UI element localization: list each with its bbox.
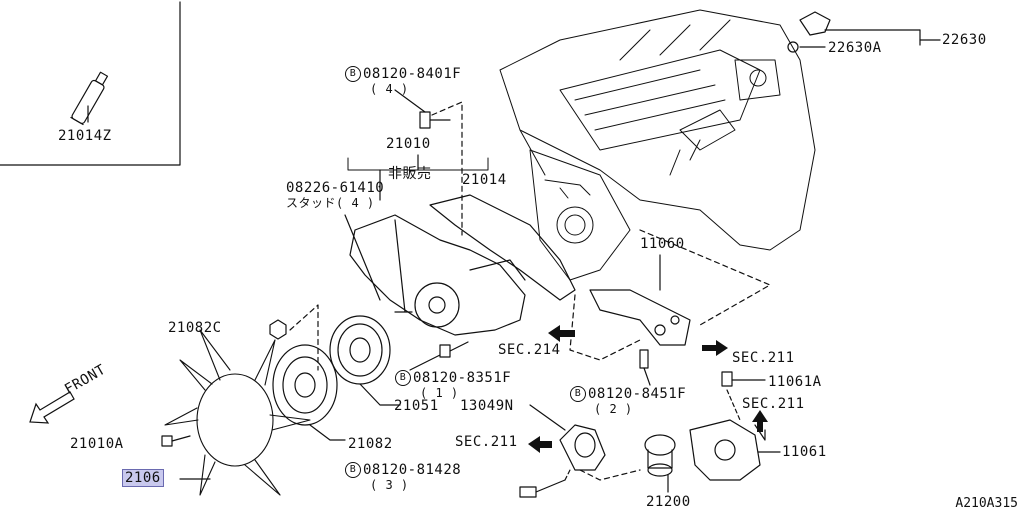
glue-tube-icon xyxy=(70,71,109,126)
arrow-sec211-up-icon xyxy=(752,410,768,432)
part-11061A[interactable]: 11061A xyxy=(768,374,822,390)
cooling-fan-2106 xyxy=(164,329,311,496)
water-pump-drawing xyxy=(349,214,526,336)
part-21082C[interactable]: 21082C xyxy=(168,320,222,336)
washer-22630A xyxy=(787,41,799,53)
part-21010[interactable]: 21010 xyxy=(386,136,431,152)
section-ref-211-left[interactable]: SEC.211 xyxy=(455,434,518,450)
diagram-id: A210A315 xyxy=(955,496,1018,511)
bolt-8401F-qty: ( 4 ) xyxy=(370,82,409,96)
part-21014[interactable]: 21014 xyxy=(462,172,507,188)
bolt-8351F-qty: ( 1 ) xyxy=(420,386,459,400)
nut-21082C xyxy=(269,319,287,340)
part-21200[interactable]: 21200 xyxy=(646,494,691,510)
part-2106: 2106 xyxy=(122,469,164,487)
bolt-8451F-qty: ( 2 ) xyxy=(594,402,633,416)
bolt-symbol-icon: B xyxy=(395,370,411,386)
arrow-sec211-right-icon xyxy=(702,340,728,356)
section-ref-214[interactable]: SEC.214 xyxy=(498,342,561,358)
water-outlet-11061 xyxy=(689,419,761,481)
part-2106-highlighted[interactable]: 2106 xyxy=(122,469,164,487)
part-21010A[interactable]: 21010A xyxy=(70,436,124,452)
part-08120-8451F: 08120-8451F xyxy=(588,386,687,402)
bolt-symbol-icon: B xyxy=(570,386,586,402)
not-sold-note: 非販売 xyxy=(388,166,432,182)
part-08120-8401F: 08120-8401F xyxy=(363,66,462,82)
stud-note: スタッド( 4 ) xyxy=(286,196,375,210)
bolt-symbol-icon: B xyxy=(345,66,361,82)
part-21014Z[interactable]: 21014Z xyxy=(58,128,112,144)
part-21051[interactable]: 21051 xyxy=(394,398,439,414)
bolt-21010A xyxy=(161,435,173,447)
engine-block-drawing xyxy=(499,9,816,281)
part-22630[interactable]: 22630 xyxy=(942,32,987,48)
part-13049N[interactable]: 13049N xyxy=(460,398,514,414)
pulley-21051 xyxy=(329,315,401,406)
gasket-drawing xyxy=(429,194,576,301)
arrow-sec214-icon xyxy=(548,325,575,342)
fan-clutch-21082 xyxy=(272,344,346,441)
part-08120-81428: 08120-81428 xyxy=(363,462,462,478)
bolt-81428-qty: ( 3 ) xyxy=(370,478,409,492)
arrow-sec211-left-icon xyxy=(528,436,552,453)
sensor-22630 xyxy=(799,11,831,36)
thermostat-21200 xyxy=(644,434,676,477)
part-08120-8351F: 08120-8351F xyxy=(413,370,512,386)
bolt-symbol-icon: B xyxy=(345,462,361,478)
front-arrow-icon xyxy=(29,391,75,424)
inset-frame xyxy=(0,1,181,166)
part-08226-61410[interactable]: 08226-61410 xyxy=(286,180,385,196)
part-22630A[interactable]: 22630A xyxy=(828,40,882,56)
section-ref-211-up[interactable]: SEC.211 xyxy=(742,396,805,412)
part-21082[interactable]: 21082 xyxy=(348,436,393,452)
bolt-icon xyxy=(419,111,451,129)
section-ref-211-right[interactable]: SEC.211 xyxy=(732,350,795,366)
thermostat-housing-11060 xyxy=(589,289,691,346)
part-11061[interactable]: 11061 xyxy=(782,444,827,460)
water-inlet-13049N xyxy=(559,424,606,471)
part-11060[interactable]: 11060 xyxy=(640,236,685,252)
